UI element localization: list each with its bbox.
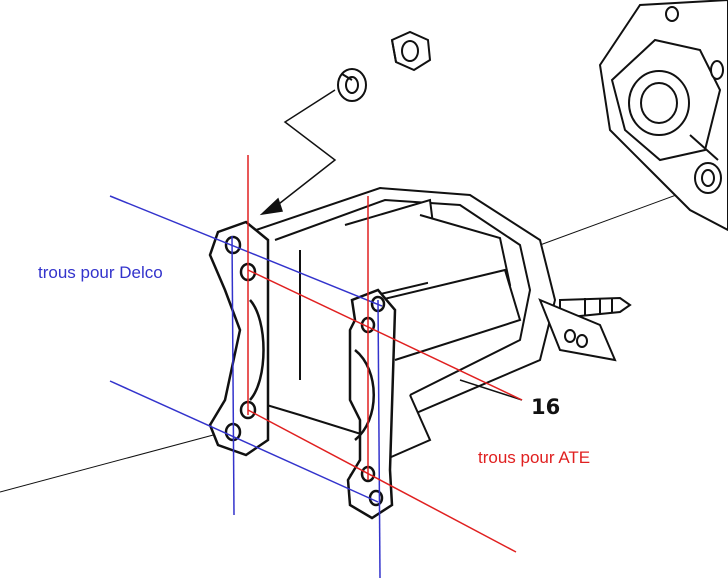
mounting-block — [598, 0, 728, 232]
part-leader-line — [459, 379, 523, 401]
assembly-arrow — [259, 89, 337, 216]
lock-washer — [337, 68, 367, 102]
part-number-label: 16 — [531, 395, 561, 419]
bracket-body — [249, 186, 632, 476]
delco-holes-label: trous pour Delco — [38, 263, 163, 282]
hex-nut — [390, 30, 432, 72]
ate-holes-label: trous pour ATE — [478, 448, 591, 467]
ate-hole-lines — [247, 155, 523, 553]
delco-hole-lines — [109, 195, 383, 578]
